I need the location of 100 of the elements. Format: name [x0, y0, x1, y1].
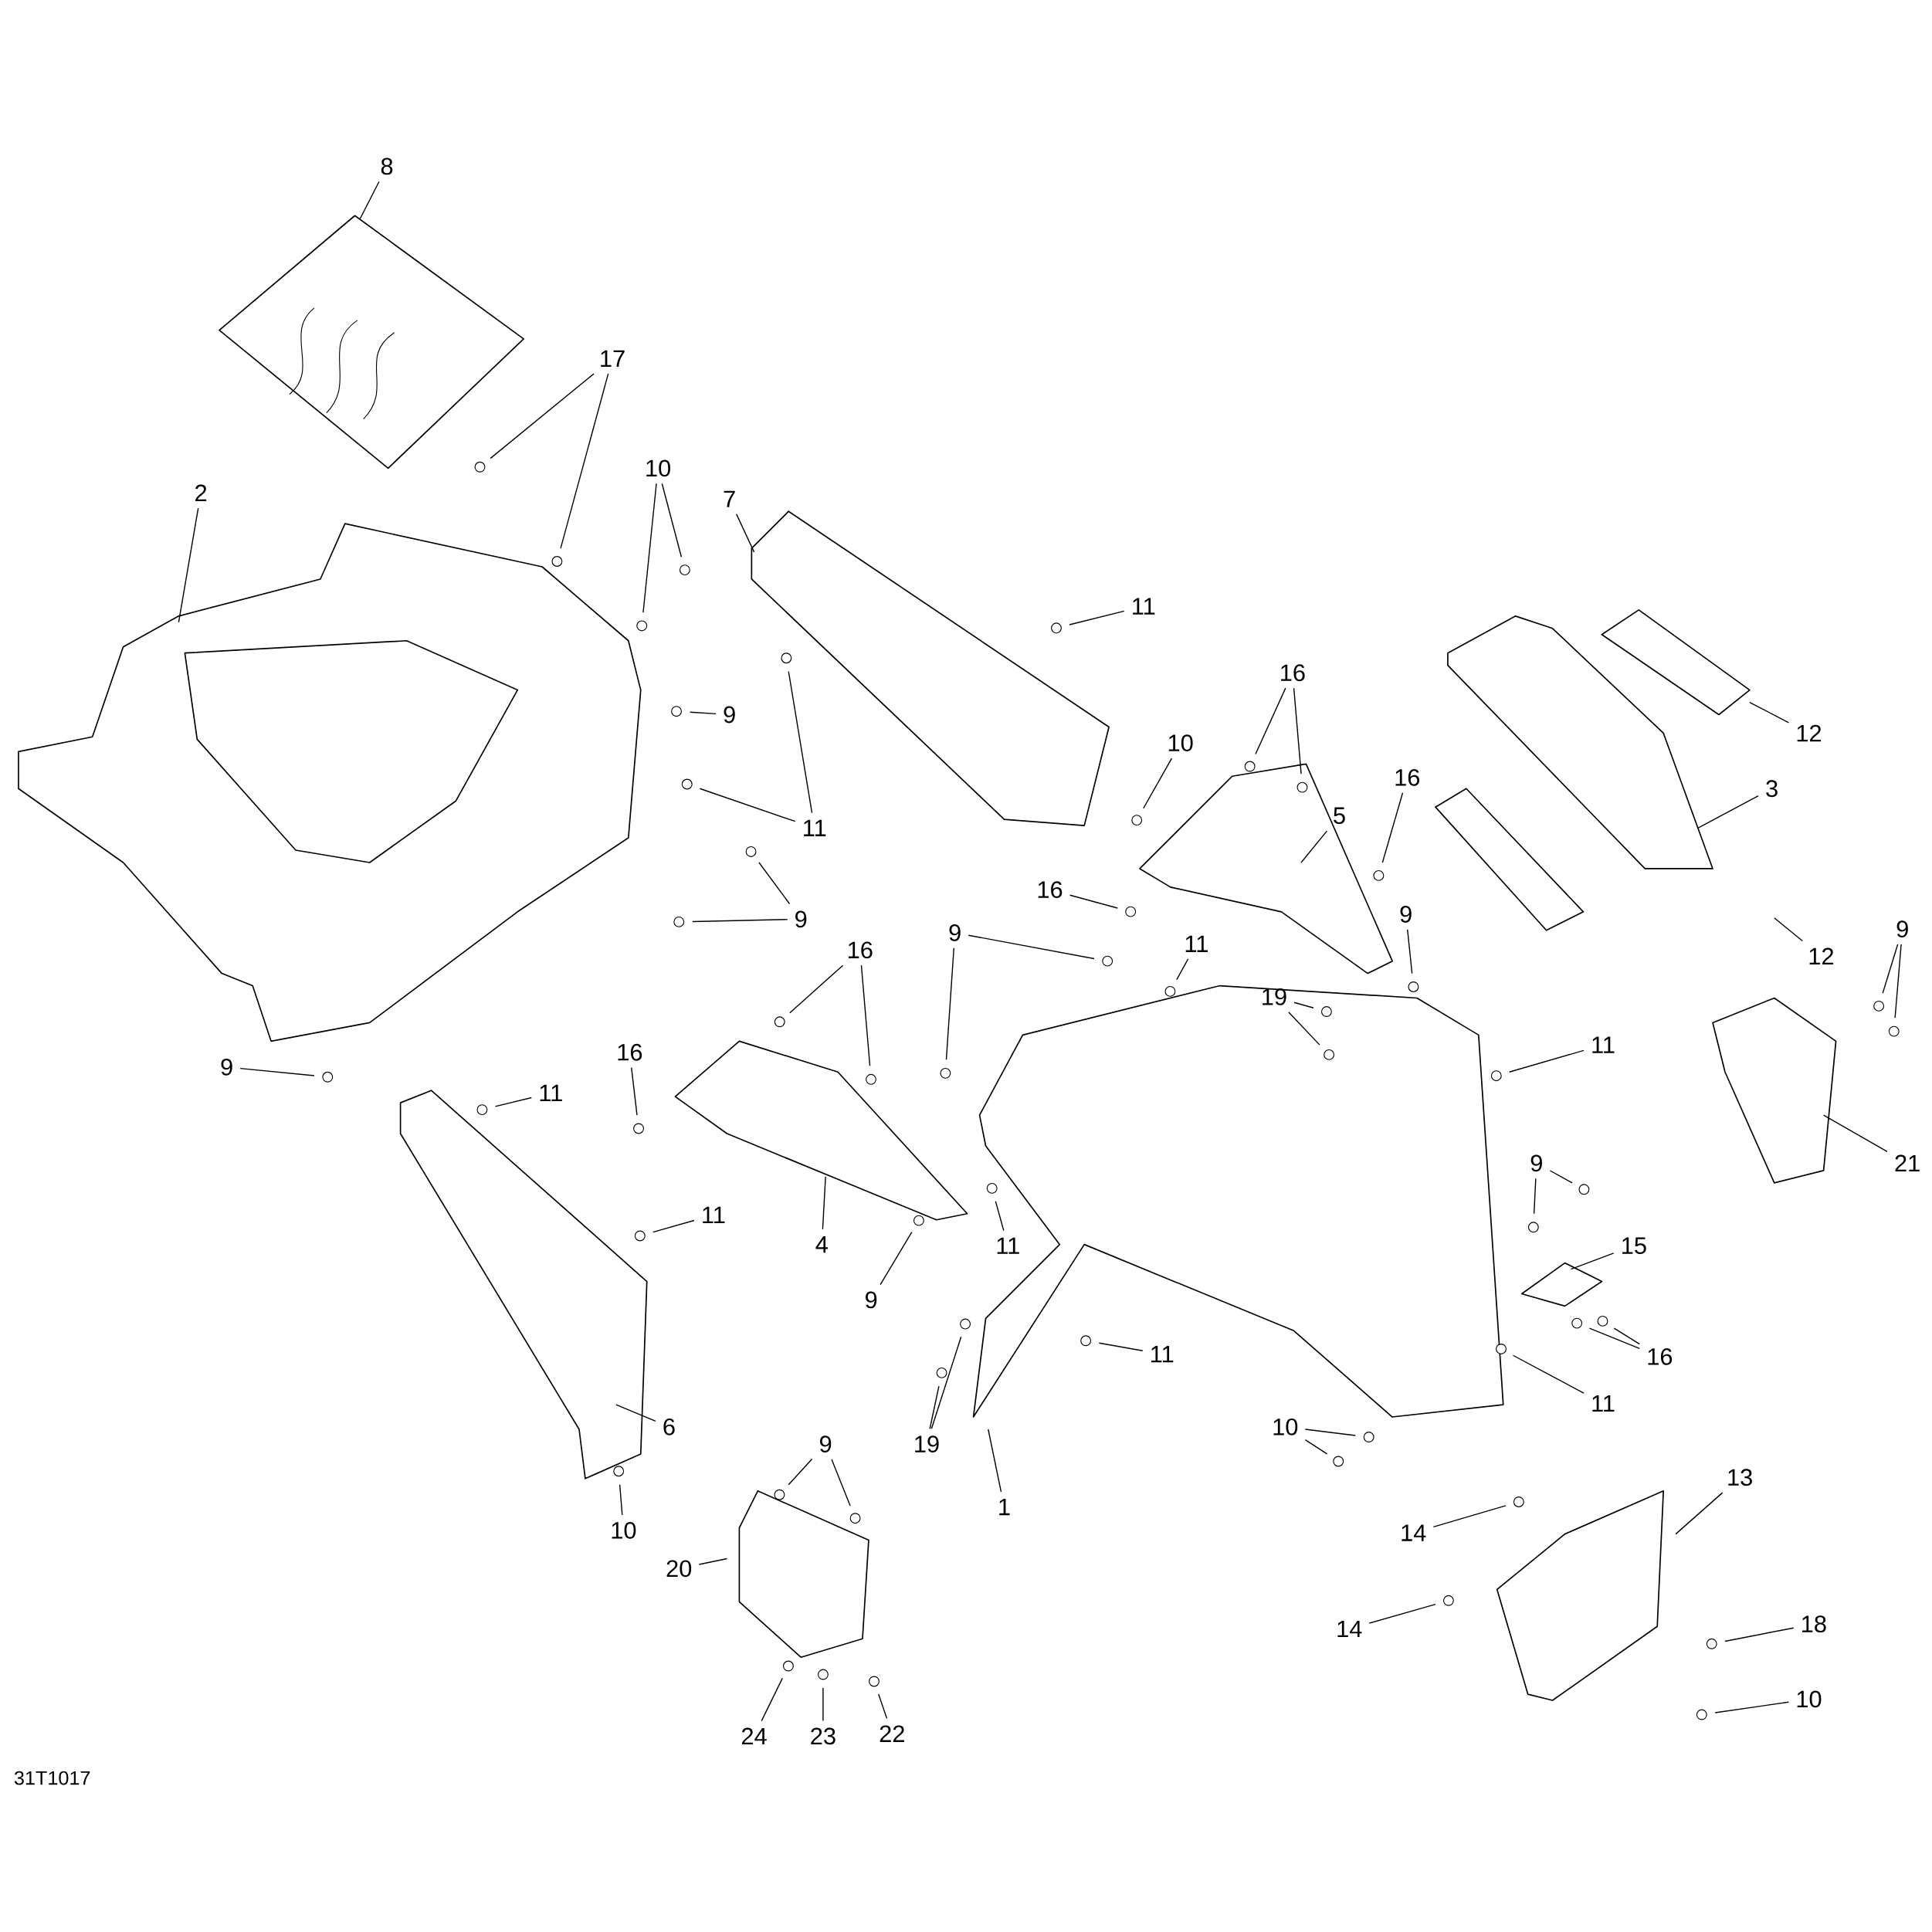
callout-number: 10: [1273, 1418, 1298, 1435]
leader-line: [239, 1067, 315, 1076]
callout-number: 4: [815, 1236, 828, 1253]
callout-number: 9: [724, 706, 735, 724]
callout-number: 11: [540, 1084, 562, 1101]
leader-line: [1407, 929, 1413, 974]
leader-line: [789, 964, 844, 1014]
leader-line: [1381, 792, 1404, 863]
callout-number: 8: [381, 158, 393, 175]
callout-number: 11: [997, 1237, 1019, 1254]
callout-number: 10: [1797, 1690, 1822, 1708]
callout-number: 12: [1809, 947, 1834, 964]
callout-number: 9: [1530, 1154, 1542, 1172]
leader-line: [1304, 1429, 1356, 1436]
leader-line: [1724, 1627, 1795, 1642]
callout-number: 23: [811, 1727, 836, 1745]
leader-line: [1714, 1701, 1790, 1713]
callout-number: 10: [612, 1521, 636, 1539]
callout-number: 10: [1168, 734, 1193, 752]
leader-line: [1288, 1012, 1320, 1046]
leader-line: [930, 1336, 962, 1429]
callout-number: 11: [1151, 1346, 1174, 1363]
leader-line: [860, 964, 871, 1066]
callout-number: 21: [1895, 1154, 1920, 1172]
callout-number: 5: [1334, 807, 1345, 825]
leader-line: [929, 1385, 940, 1429]
callout-number: 16: [848, 941, 873, 959]
leader-line: [1255, 687, 1286, 755]
leader-line: [761, 1677, 783, 1722]
callout-number: 16: [1038, 881, 1063, 898]
callout-number: 1: [999, 1498, 1010, 1516]
leader-line: [968, 934, 1095, 960]
callout-number: 11: [1592, 1395, 1615, 1412]
callout-number: 11: [1133, 598, 1155, 615]
leader-line: [1675, 1492, 1724, 1535]
leader-line: [631, 1066, 638, 1116]
leader-line: [359, 181, 380, 220]
leader-line: [1697, 795, 1759, 829]
callout-number: 15: [1622, 1237, 1646, 1254]
leader-line: [880, 1232, 913, 1286]
callout-number: 9: [221, 1059, 232, 1076]
leader-line: [698, 1557, 728, 1565]
callout-number: 9: [949, 924, 961, 941]
callout-number: 20: [666, 1560, 692, 1578]
leader-line: [1774, 917, 1803, 942]
callout-number: 9: [820, 1435, 832, 1453]
callout-number: 22: [880, 1725, 904, 1742]
callout-number: 17: [601, 350, 625, 367]
leader-line: [1882, 944, 1899, 994]
leader-line: [1304, 1439, 1328, 1455]
callout-number: 6: [663, 1418, 675, 1435]
callout-number: 11: [1592, 1036, 1615, 1053]
leader-line: [945, 947, 954, 1060]
callout-number: 14: [1402, 1524, 1426, 1541]
leader-line: [490, 373, 595, 459]
callout-number: 16: [1648, 1347, 1673, 1365]
leader-line: [692, 919, 788, 923]
leader-line: [878, 1693, 888, 1720]
callout-number: 12: [1797, 724, 1822, 742]
leader-line: [1894, 944, 1902, 1019]
leader-line: [1368, 1603, 1436, 1624]
leader-line: [831, 1459, 851, 1507]
leader-line: [661, 483, 683, 558]
leader-line: [1293, 1002, 1314, 1008]
callout-number: 11: [804, 819, 826, 836]
leader-line: [822, 1687, 824, 1722]
callout-number: 9: [1400, 906, 1412, 923]
callout-number: 16: [1395, 769, 1420, 786]
leader-line: [560, 373, 609, 549]
callout-number: 13: [1728, 1469, 1752, 1486]
callout-number: 10: [646, 459, 670, 477]
leader-line: [1098, 1342, 1144, 1351]
leader-line: [1143, 758, 1173, 809]
drawing-number: 31T1017: [14, 1771, 90, 1785]
leader-line: [178, 507, 199, 623]
leader-line: [1069, 610, 1125, 625]
callout-number: 2: [195, 484, 207, 502]
leader-line: [822, 1176, 826, 1230]
callout-number: 7: [724, 490, 735, 507]
leader-line: [1749, 701, 1790, 724]
leader-line: [1300, 830, 1328, 863]
leader-line: [619, 1484, 623, 1516]
callout-number: 11: [703, 1206, 725, 1223]
leader-line: [1293, 687, 1302, 774]
callout-number: 14: [1337, 1620, 1362, 1638]
callout-number: 18: [1802, 1615, 1826, 1633]
leader-line: [995, 1201, 1005, 1232]
leader-line: [689, 711, 717, 715]
callout-number: 19: [915, 1435, 939, 1453]
callout-number: 11: [1185, 935, 1208, 952]
leader-line: [1509, 1049, 1585, 1073]
leader-line: [642, 483, 657, 613]
callout-number: 16: [1281, 664, 1305, 682]
callout-number: 24: [741, 1727, 767, 1745]
callout-number: 9: [866, 1291, 877, 1309]
callout-number: 9: [1896, 920, 1908, 938]
leader-line: [988, 1429, 1002, 1493]
leader-line: [615, 1404, 656, 1422]
leader-line: [1176, 958, 1189, 981]
leader-line: [1549, 1170, 1573, 1184]
